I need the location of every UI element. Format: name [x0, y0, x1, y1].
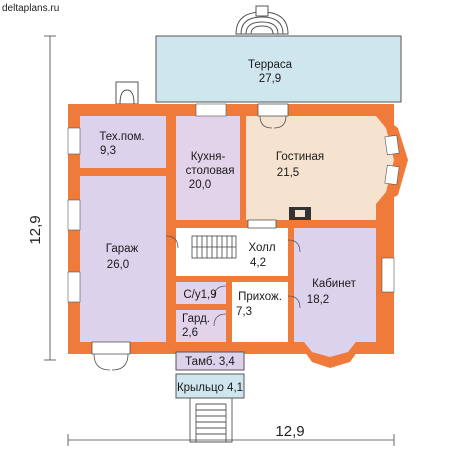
- doors: [91, 103, 301, 371]
- office-room: [294, 228, 376, 357]
- garage-name: Гараж: [106, 243, 139, 255]
- terrace-area: [155, 35, 402, 103]
- entry-room: [232, 282, 288, 342]
- height-dimension: 12,9: [27, 215, 44, 244]
- tech-area: 9,3: [100, 145, 116, 157]
- terrace-area-value: 27,9: [259, 73, 281, 85]
- bath-room: [176, 282, 226, 304]
- garage-room: [80, 176, 166, 342]
- porch-steps: [189, 398, 233, 443]
- hall-name: Холл: [248, 242, 275, 254]
- hall-area: 4,2: [250, 257, 266, 269]
- dimension-lines: [44, 35, 395, 446]
- porch-label: Крыльцо 4,1: [177, 382, 243, 394]
- kitchen-room: [176, 116, 240, 220]
- entry-area: 7,3: [236, 306, 252, 318]
- kitchen-name-line1: Кухня-: [191, 151, 226, 163]
- bath-label: С/у1,9: [183, 289, 216, 301]
- tech-steps: [115, 81, 139, 105]
- tech-name: Тех.пом.: [99, 131, 144, 143]
- tambour-label: Тамб. 3,4: [185, 356, 235, 368]
- tambour-room: [175, 351, 245, 371]
- office-area: 18,2: [307, 294, 329, 306]
- tech-room: [80, 116, 166, 168]
- entry-name: Прихож.: [238, 291, 282, 303]
- garage-area: 26,0: [107, 259, 129, 271]
- wardrobe-area: 2,6: [182, 327, 198, 339]
- wardrobe-room: [176, 310, 226, 342]
- terrace-stairs: [235, 5, 289, 35]
- kitchen-name-line2: столовая: [186, 165, 235, 177]
- living-area: 21,5: [277, 167, 299, 179]
- hall-staircase: [191, 235, 237, 259]
- porch-area: [175, 373, 245, 399]
- wardrobe-name: Гард.: [182, 313, 210, 325]
- living-room: [246, 116, 394, 220]
- site-label: deltaplans.ru: [2, 3, 59, 14]
- windows: [67, 103, 400, 303]
- terrace-name: Терраса: [248, 59, 293, 71]
- width-dimension: 12,9: [275, 423, 304, 440]
- kitchen-area: 20,0: [189, 179, 211, 191]
- living-name: Гостиная: [276, 151, 324, 163]
- office-name: Кабинет: [312, 278, 356, 290]
